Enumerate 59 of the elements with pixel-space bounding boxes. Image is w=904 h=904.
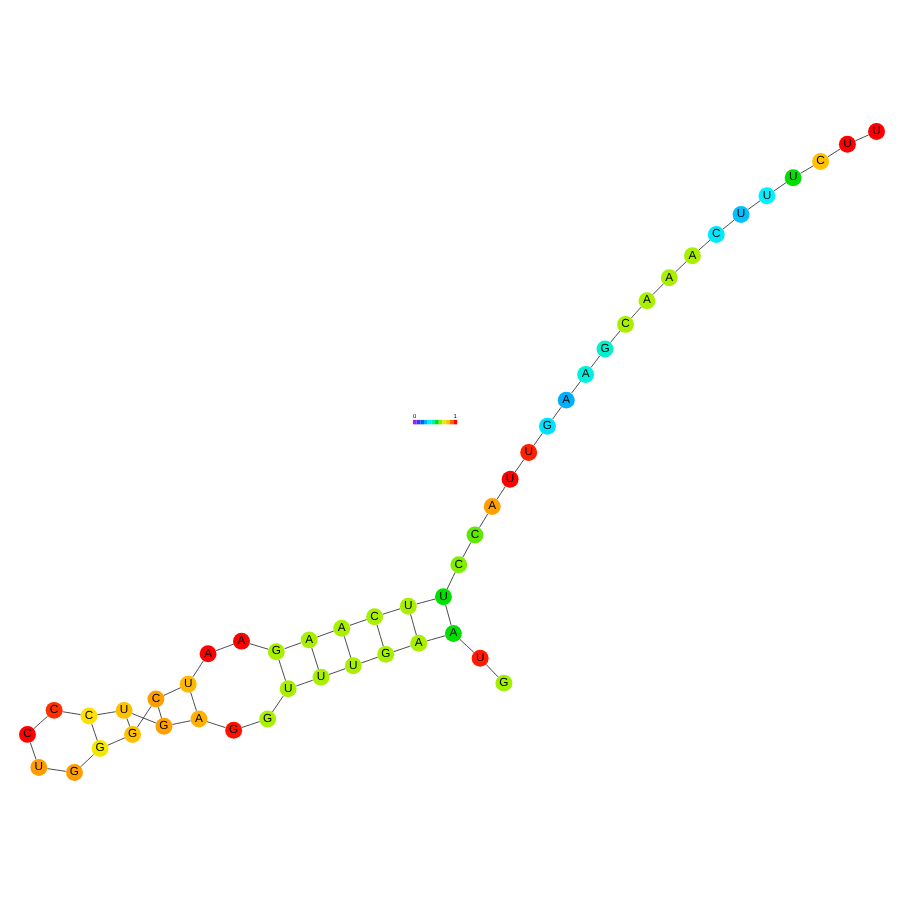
connector bbox=[278, 659, 286, 682]
connector bbox=[446, 571, 456, 590]
connector bbox=[552, 406, 562, 420]
connector bbox=[514, 459, 525, 473]
connector bbox=[361, 656, 378, 664]
connector bbox=[485, 663, 499, 678]
connector bbox=[47, 768, 67, 772]
connector bbox=[462, 542, 472, 558]
connector bbox=[295, 679, 314, 687]
connector bbox=[190, 691, 197, 712]
connector bbox=[131, 713, 157, 724]
connector bbox=[630, 306, 642, 319]
connector bbox=[533, 432, 543, 447]
connector bbox=[571, 380, 581, 394]
connector bbox=[107, 737, 126, 746]
connector bbox=[854, 134, 869, 142]
connector bbox=[272, 695, 284, 713]
connector bbox=[29, 742, 37, 760]
connector bbox=[126, 718, 131, 727]
connector bbox=[163, 687, 181, 696]
connector bbox=[157, 706, 162, 719]
connector bbox=[426, 635, 446, 642]
connector bbox=[249, 643, 269, 650]
connector bbox=[80, 754, 94, 768]
connector bbox=[328, 668, 346, 675]
connector bbox=[91, 723, 98, 741]
connector bbox=[376, 624, 384, 647]
connector bbox=[343, 635, 352, 659]
connector bbox=[316, 630, 335, 638]
connector bbox=[496, 486, 506, 500]
connector bbox=[410, 613, 417, 636]
connector bbox=[675, 261, 687, 273]
connector bbox=[284, 642, 302, 650]
connector bbox=[747, 200, 761, 210]
connector bbox=[382, 608, 401, 615]
connector bbox=[827, 148, 841, 158]
connector bbox=[459, 638, 475, 653]
connector bbox=[349, 619, 367, 626]
connector bbox=[311, 647, 319, 670]
connector bbox=[192, 660, 204, 678]
connector bbox=[652, 283, 664, 295]
connector bbox=[393, 645, 411, 653]
connector bbox=[416, 598, 436, 605]
connector bbox=[241, 721, 260, 728]
connector bbox=[773, 182, 787, 192]
connector bbox=[610, 330, 621, 343]
connector bbox=[171, 720, 191, 725]
connector bbox=[445, 604, 452, 626]
connector bbox=[722, 219, 735, 230]
connector bbox=[206, 721, 226, 728]
connector bbox=[698, 239, 711, 251]
connector bbox=[97, 711, 117, 716]
connector bbox=[215, 643, 234, 652]
connector bbox=[136, 705, 152, 728]
connector bbox=[800, 165, 814, 174]
connector bbox=[590, 355, 601, 368]
connector bbox=[62, 711, 81, 716]
connector bbox=[33, 715, 49, 730]
connector bbox=[479, 513, 489, 528]
